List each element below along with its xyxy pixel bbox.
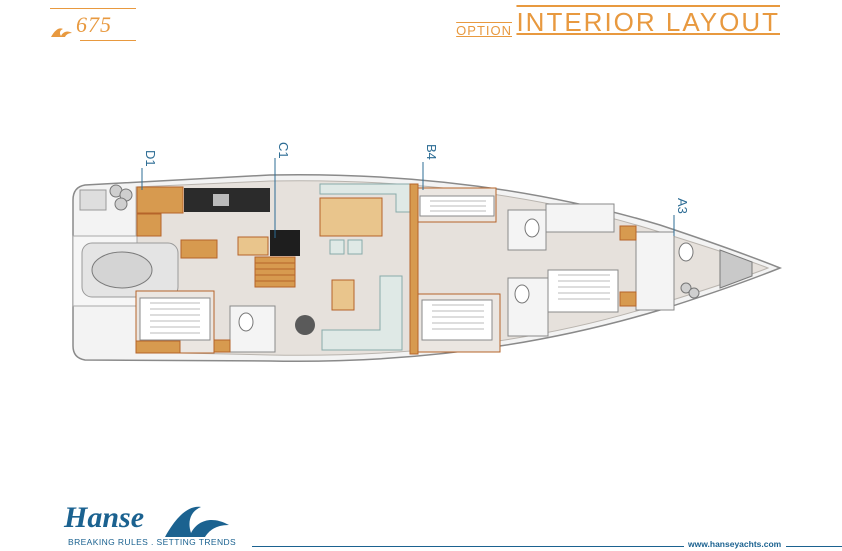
fender-3 [114, 197, 128, 211]
aft-head [229, 305, 276, 353]
pouf [295, 315, 315, 335]
page-title: INTERIOR LAYOUT [516, 7, 780, 37]
aft-head-cabinet [213, 339, 231, 353]
brand-name: Hanse [64, 501, 145, 534]
section-marker-a3-label: A3 [675, 198, 690, 214]
coffee-table [331, 279, 355, 311]
brand-logo: Hanse BREAKING RULES . SETTING TRENDS [60, 497, 240, 551]
bow-fender-2 [688, 287, 700, 299]
footer-rule-left [252, 546, 684, 547]
section-marker-a3: A3 [673, 198, 690, 236]
saloon-bulkhead [409, 183, 419, 355]
anchor-locker [719, 249, 753, 289]
guest-berth-lines [432, 304, 484, 330]
website-url: www.hanseyachts.com [688, 539, 782, 549]
toilet-port [514, 284, 530, 304]
aft-toilet [238, 312, 254, 332]
bow-cabinet-1 [619, 225, 637, 241]
section-marker-d1: D1 [141, 150, 158, 190]
fwd-desk [545, 203, 615, 233]
model-badge: 675 [50, 8, 136, 41]
option-label: OPTION [456, 23, 512, 38]
page-heading: OPTION INTERIOR LAYOUT [456, 7, 780, 38]
section-marker-b4-label: B4 [424, 144, 439, 160]
galley-island [180, 239, 218, 259]
sink [213, 194, 229, 206]
jet-ski [91, 251, 153, 289]
guest-bunk-stbd-lines [430, 200, 486, 212]
hanse-wave-icon [51, 28, 72, 37]
section-marker-c1: C1 [274, 142, 291, 238]
aft-lounge [79, 189, 107, 211]
toilet-stbd [524, 218, 540, 238]
fwd-berth-lines [558, 274, 610, 300]
model-number: 675 [76, 12, 112, 37]
bow-fender-1 [680, 282, 692, 294]
section-marker-b4: B4 [422, 144, 439, 190]
stair-treads [255, 262, 295, 282]
aft-cabin-wardrobe [135, 340, 181, 354]
companionway-stairs [254, 256, 296, 288]
section-marker-d1-label: D1 [143, 150, 158, 167]
saloon-chair-2 [347, 239, 363, 255]
aft-double-berth [139, 297, 211, 341]
fwd-double-berth [547, 269, 619, 313]
galley-cabinet-1 [136, 186, 184, 214]
saloon-sofa [321, 275, 403, 351]
model-top-rule [50, 8, 136, 9]
model-underline [80, 40, 136, 41]
bow-toilet [678, 242, 694, 262]
section-marker-c1-label: C1 [276, 142, 291, 159]
bow-cabin [635, 231, 675, 311]
brand-tagline: BREAKING RULES . SETTING TRENDS [68, 537, 237, 547]
hanse-wave-logo-icon [165, 506, 229, 537]
chart-table [237, 236, 269, 256]
guest-double-berth [421, 299, 493, 341]
aft-berth-lines [150, 302, 200, 334]
galley-cabinet-2 [136, 213, 162, 237]
footer-rule-right [786, 546, 842, 547]
saloon-chair-1 [329, 239, 345, 255]
bow-cabinet-2 [619, 291, 637, 307]
head-port [507, 277, 549, 337]
saloon-table [319, 197, 383, 237]
